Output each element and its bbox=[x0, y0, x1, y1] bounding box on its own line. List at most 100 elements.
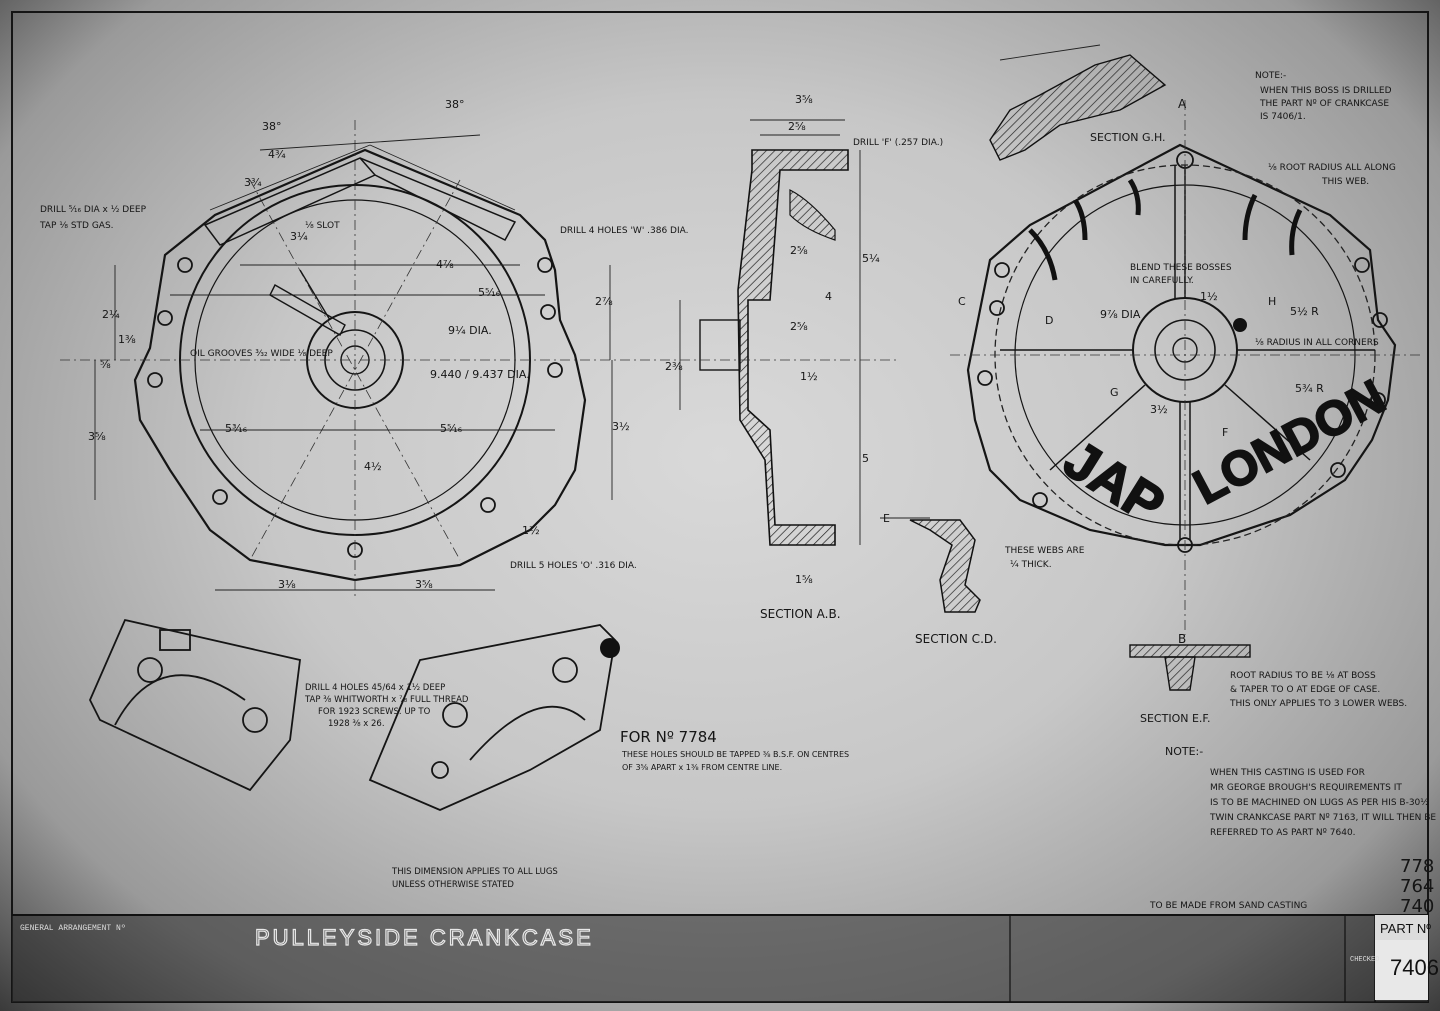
note-root-bottom-2: THIS ONLY APPLIES TO 3 LOWER WEBS. bbox=[1229, 699, 1407, 709]
jap-lettering: JAP bbox=[1054, 429, 1175, 536]
dim-left-3: 3¾ bbox=[244, 176, 262, 189]
left-dimension-lines bbox=[94, 134, 613, 591]
section-cd-view bbox=[880, 517, 981, 613]
dim-right-11: G bbox=[1110, 386, 1119, 399]
side-part-numbers: 778 764 740 bbox=[1400, 856, 1434, 917]
callout-tap-gas: TAP ⅛ STD GAS. bbox=[39, 221, 114, 231]
note-drill4-2: FOR 1923 SCREWS. UP TO bbox=[318, 707, 431, 717]
dim-left-7: 9.440 / 9.437 DIA. bbox=[430, 368, 530, 381]
dim-left-16: ⅝ bbox=[100, 358, 111, 371]
dim-left-9: 5⁵⁄₁₆ bbox=[440, 422, 463, 435]
dim-right-3: 3½ bbox=[1150, 403, 1168, 416]
section-gh-label: SECTION G.H. bbox=[1090, 131, 1166, 144]
note-drill4-1: TAP ⅜ WHITWORTH x ⅞ FULL THREAD bbox=[304, 695, 469, 705]
dim-right-0: 9⅞ DIA bbox=[1100, 308, 1141, 321]
right-dimensions: 9⅞ DIA 5½ R 5¾ R 3½ 1½ A B C D E F G H bbox=[883, 97, 1324, 646]
dim-right-2: 5¾ R bbox=[1295, 382, 1324, 395]
note-bottom-right-0: WHEN THIS CASTING IS USED FOR bbox=[1210, 768, 1365, 778]
note-webs-0: THESE WEBS ARE bbox=[1004, 546, 1085, 556]
note-webs-1: ¼ THICK. bbox=[1010, 560, 1052, 570]
callout-drill-top: DRILL ⁵⁄₁₆ DIA x ½ DEEP bbox=[40, 205, 147, 215]
dim-left-19: 1½ bbox=[522, 524, 540, 537]
left-dimensions: 38° 38° 4¾ 3¾ 4⅞ 5⁵⁄₁₆ 9¼ DIA. 9.440 / 9… bbox=[88, 98, 630, 591]
dim-left-17: 3⅛ bbox=[278, 578, 296, 591]
bottom-right-note: NOTE:- WHEN THIS CASTING IS USED FOR MR … bbox=[1165, 745, 1436, 838]
note-top-right-0: WHEN THIS BOSS IS DRILLED bbox=[1260, 86, 1392, 96]
dim-left-2: 4¾ bbox=[268, 148, 286, 161]
to-be-made-note: TO BE MADE FROM SAND CASTING bbox=[1149, 901, 1307, 911]
note-bottom-right-3: TWIN CRANKCASE PART Nº 7163, IT WILL THE… bbox=[1209, 813, 1436, 823]
part-no-label: PART Nº bbox=[1380, 921, 1431, 936]
note-for-7784-0: THESE HOLES SHOULD BE TAPPED ⅜ B.S.F. ON… bbox=[621, 750, 849, 759]
side-number-1: 764 bbox=[1400, 876, 1434, 897]
right-centre-lines bbox=[950, 100, 1420, 635]
general-arrangement-label: GENERAL ARRANGEMENT Nº bbox=[20, 924, 126, 933]
dim-left-11: 3⅝ bbox=[88, 430, 106, 443]
bottom-mid-lug-view bbox=[368, 624, 616, 811]
dim-right-9: E bbox=[883, 512, 890, 525]
note-root-bottom-0: ROOT RADIUS TO BE ⅛ AT BOSS bbox=[1230, 671, 1376, 681]
note-dimension-applies-0: THIS DIMENSION APPLIES TO ALL LUGS bbox=[391, 867, 558, 877]
dim-left-5: 5⁵⁄₁₆ bbox=[478, 286, 501, 299]
left-centre-lines bbox=[60, 120, 640, 600]
note-dimension-applies-1: UNLESS OTHERWISE STATED bbox=[392, 880, 514, 890]
note-bottom-right-4: REFERRED TO AS PART Nº 7640. bbox=[1210, 828, 1356, 838]
dim-right-10: F bbox=[1222, 426, 1228, 439]
callout-drill-5: DRILL 5 HOLES 'O' .316 DIA. bbox=[510, 561, 637, 571]
section-ef-view bbox=[1129, 644, 1251, 691]
right-view-notes: NOTE:- WHEN THIS BOSS IS DRILLED THE PAR… bbox=[1004, 71, 1396, 570]
note-top-right-2: IS 7406/1. bbox=[1260, 112, 1306, 122]
right-webs bbox=[1000, 165, 1375, 540]
left-view-labels: DRILL ⁵⁄₁₆ DIA x ½ DEEP TAP ⅛ STD GAS. D… bbox=[39, 205, 689, 571]
dim-left-1: 38° bbox=[445, 98, 465, 111]
note-blend-0: BLEND THESE BOSSES bbox=[1130, 263, 1232, 273]
note-drill4-0: DRILL 4 HOLES 45/64 x 1½ DEEP bbox=[305, 683, 445, 693]
dim-right-12: H bbox=[1268, 295, 1276, 308]
left-top-rib bbox=[203, 157, 517, 246]
root-radius-note: ROOT RADIUS TO BE ⅛ AT BOSS & TAPER TO O… bbox=[1229, 671, 1407, 709]
dim-left-14: 2¼ bbox=[102, 308, 120, 321]
dim-left-13: 2⅞ bbox=[595, 295, 613, 308]
note-top-right-label: NOTE:- bbox=[1255, 71, 1286, 81]
dim-mid-1: 2⅝ bbox=[788, 120, 806, 133]
note-drill4-3: 1928 ⅜ x 26. bbox=[328, 719, 385, 729]
note-root-top-0: ⅛ ROOT RADIUS ALL ALONG bbox=[1268, 163, 1396, 173]
callout-oil-grooves: OIL GROOVES ³⁄₃₂ WIDE ⅛ DEEP bbox=[190, 349, 333, 359]
dim-mid-2: 2⅝ bbox=[790, 244, 808, 257]
callout-drill-f: DRILL 'F' (.257 DIA.) bbox=[853, 138, 943, 148]
note-root-bottom-1: & TAPER TO O AT EDGE OF CASE. bbox=[1230, 685, 1380, 695]
dim-mid-9: 1⅝ bbox=[795, 573, 813, 586]
bottom-detail-notes: DRILL 4 HOLES 45/64 x 1½ DEEP TAP ⅜ WHIT… bbox=[304, 683, 558, 890]
dim-left-15: 1⅜ bbox=[118, 333, 136, 346]
note-root-top-1: THIS WEB. bbox=[1321, 177, 1369, 187]
dim-left-18: 3⅝ bbox=[415, 578, 433, 591]
dim-mid-3: 2⅝ bbox=[790, 320, 808, 333]
dim-left-20: 3¼ bbox=[290, 230, 308, 243]
side-number-0: 778 bbox=[1400, 856, 1434, 877]
section-ab-dimensions: 3⅝ 2⅝ 2⅝ 2⅝ 5¼ 4 5 1½ 2⅜ 1⅝ DRILL 'F' (.… bbox=[665, 93, 943, 586]
note-for-7784: THESE HOLES SHOULD BE TAPPED ⅜ B.S.F. ON… bbox=[621, 750, 849, 772]
dim-mid-6: 5 bbox=[862, 452, 869, 465]
right-bolt-holes bbox=[977, 151, 1388, 553]
note-bottom-right-2: IS TO BE MACHINED ON LUGS AS PER HIS B-3… bbox=[1210, 798, 1429, 808]
dim-mid-4: 5¼ bbox=[862, 252, 880, 265]
drilled-boss bbox=[1233, 318, 1247, 332]
left-view-outline bbox=[133, 148, 587, 582]
note-radius-corners: ⅛ RADIUS IN ALL CORNERS bbox=[1255, 338, 1379, 348]
dim-left-4: 4⅞ bbox=[436, 258, 454, 271]
bottom-left-lug-view bbox=[89, 618, 301, 792]
part-no-value: 7406 bbox=[1390, 955, 1439, 980]
note-blend-1: IN CAREFULLY. bbox=[1130, 276, 1194, 286]
dim-right-1: 5½ R bbox=[1290, 305, 1319, 318]
dim-right-6: B bbox=[1178, 632, 1186, 646]
callout-slot: ⅛ SLOT bbox=[305, 221, 340, 231]
dim-right-8: D bbox=[1045, 314, 1053, 327]
note-bottom-right-1: MR GEORGE BROUGH'S REQUIREMENTS IT bbox=[1210, 783, 1402, 793]
dim-right-7: C bbox=[958, 295, 966, 308]
right-fins bbox=[1028, 178, 1303, 281]
dim-mid-7: 1½ bbox=[800, 370, 818, 383]
title-block bbox=[12, 914, 1428, 1002]
note-top-right-1: THE PART Nº OF CRANKCASE bbox=[1259, 99, 1389, 109]
note-bottom-right-label: NOTE:- bbox=[1165, 745, 1203, 758]
